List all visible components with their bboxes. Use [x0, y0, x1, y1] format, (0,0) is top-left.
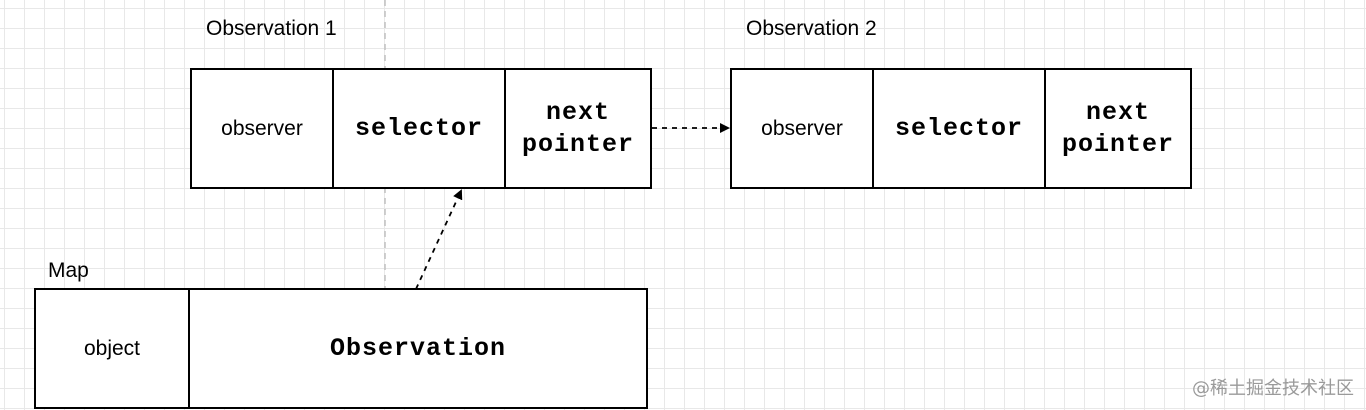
observation-2-node: observer selector next pointer: [730, 68, 1192, 189]
observation-2-observer-cell: observer: [761, 116, 843, 140]
observation-1-observer-cell: observer: [221, 116, 303, 140]
edge-map-observation-to-selector: [415, 189, 463, 290]
observation-1-next-pointer-cell: next pointer: [504, 70, 650, 187]
observation-1-selector-cell: selector: [332, 70, 504, 187]
watermark: @稀土掘金技术社区: [1192, 378, 1354, 399]
observation-1-title: Observation 1: [206, 17, 337, 40]
observation-2-next-pointer-cell: next pointer: [1044, 70, 1190, 187]
map-object-cell: object: [83, 336, 141, 360]
map-node: object Observation: [34, 288, 648, 409]
map-observation-cell: Observation: [188, 290, 646, 407]
observation-1-node: observer selector next pointer: [190, 68, 652, 189]
observation-2-selector-cell: selector: [872, 70, 1044, 187]
observation-2-title: Observation 2: [746, 17, 877, 40]
map-title: Map: [48, 259, 89, 282]
